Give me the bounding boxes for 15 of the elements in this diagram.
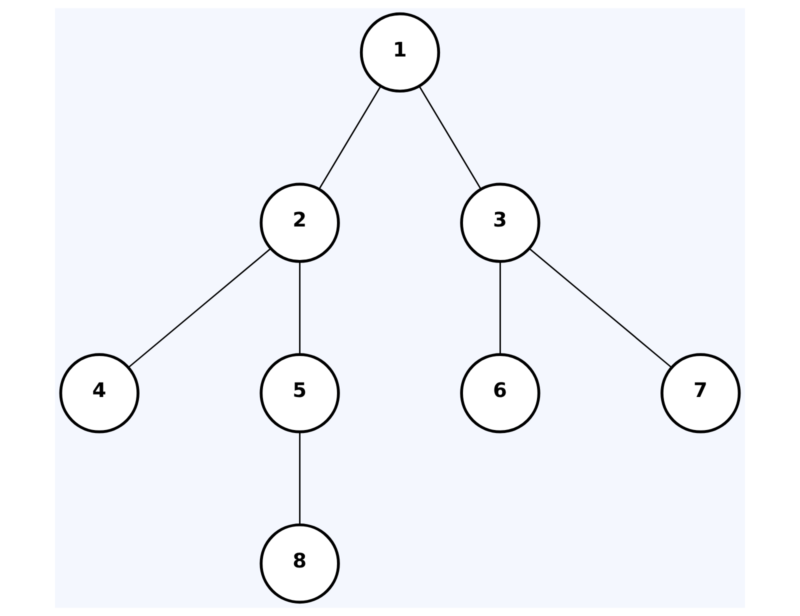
connector bbox=[318, 86, 382, 190]
node-circle: 1 bbox=[360, 12, 440, 93]
node-circle: 2 bbox=[260, 182, 340, 263]
node-circle: 5 bbox=[260, 353, 340, 434]
node-circle: 6 bbox=[460, 353, 540, 434]
connector bbox=[500, 262, 501, 354]
connector bbox=[528, 248, 672, 368]
node-circle: 8 bbox=[260, 523, 340, 604]
connector bbox=[418, 86, 482, 190]
connector bbox=[299, 432, 300, 525]
connector bbox=[128, 248, 272, 368]
node-circle: 7 bbox=[660, 353, 741, 434]
node-circle: 3 bbox=[460, 182, 540, 263]
node-circle: 4 bbox=[59, 353, 140, 434]
connector bbox=[299, 262, 300, 354]
